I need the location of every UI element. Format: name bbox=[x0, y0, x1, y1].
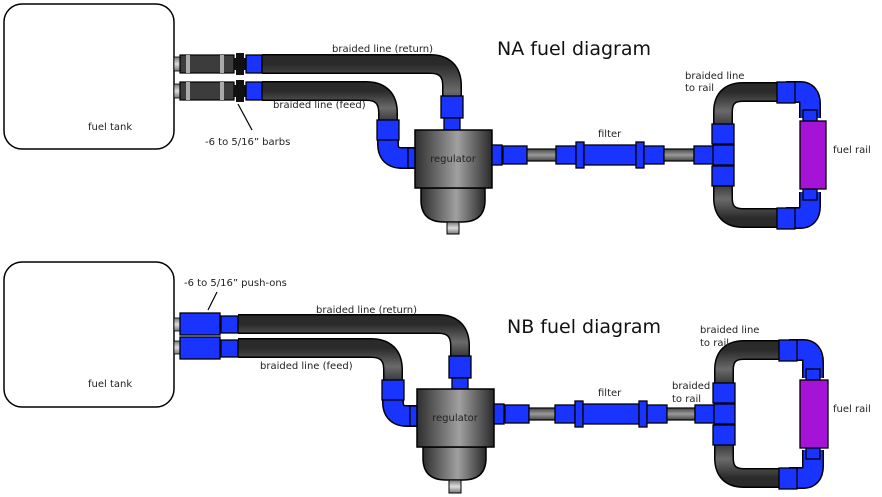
na-fuel-rail bbox=[799, 120, 827, 190]
nb-line-to-rail-label-1: braided line bbox=[700, 325, 759, 336]
na-fuel-tank bbox=[3, 3, 175, 150]
na-barb-adapter-feed bbox=[173, 80, 263, 102]
na-line-to-rail-label-1: braided line bbox=[685, 71, 744, 82]
nb-return-line-label: braided line (return) bbox=[316, 305, 417, 316]
nb-line-filter-to-tee bbox=[666, 407, 696, 421]
nb-line-reg-to-filter bbox=[528, 407, 558, 421]
na-line-filter-to-tee bbox=[663, 148, 695, 162]
nb-fuel-diagram: fuel tank -6 to 5/16” push-ons braided l… bbox=[3, 261, 871, 494]
nb-tee-fitting bbox=[713, 403, 736, 425]
na-line-reg-to-filter bbox=[526, 148, 558, 162]
na-fuel-rail-label: fuel rail bbox=[833, 145, 871, 156]
na-filter bbox=[575, 141, 645, 169]
nb-push-on-adapter-return bbox=[173, 312, 239, 336]
na-tee-fitting bbox=[712, 144, 735, 166]
nb-fuel-tank-label: fuel tank bbox=[88, 379, 132, 390]
na-barb-adapter-return bbox=[173, 53, 263, 75]
nb-return-fitting bbox=[448, 355, 472, 379]
na-return-fitting bbox=[440, 95, 464, 119]
nb-fuel-tank bbox=[3, 261, 175, 408]
nb-short-line-label-1: braided bbox=[672, 381, 710, 392]
nb-regulator: regulator bbox=[416, 388, 495, 494]
nb-line-to-rail-label-2: to rail bbox=[700, 338, 729, 349]
na-return-line-label: braided line (return) bbox=[332, 44, 433, 55]
na-fuel-diagram: fuel tank -6 to 5/16” barbs braided bbox=[3, 3, 871, 235]
nb-filter bbox=[574, 400, 648, 428]
na-adapter-label: -6 to 5/16” barbs bbox=[205, 137, 290, 148]
na-filter-label: filter bbox=[598, 129, 622, 140]
na-adapter-pointer bbox=[237, 103, 253, 131]
na-regulator-label: regulator bbox=[430, 154, 477, 165]
nb-adapter-pointer bbox=[207, 291, 218, 311]
nb-diagram-title: NB fuel diagram bbox=[507, 316, 661, 338]
na-diagram-title: NA fuel diagram bbox=[497, 38, 651, 60]
na-fuel-tank-label: fuel tank bbox=[88, 122, 132, 133]
na-line-to-rail-label-2: to rail bbox=[685, 83, 714, 94]
nb-filter-label: filter bbox=[598, 388, 622, 399]
nb-feed-line-label: braided line (feed) bbox=[260, 361, 353, 372]
nb-short-line-label-2: to rail bbox=[672, 394, 701, 405]
nb-regulator-label: regulator bbox=[432, 413, 479, 424]
nb-fuel-rail bbox=[799, 379, 829, 449]
nb-fuel-rail-label: fuel rail bbox=[833, 404, 871, 415]
na-feed-line-label: braided line (feed) bbox=[273, 100, 366, 111]
nb-adapter-label: -6 to 5/16” push-ons bbox=[184, 278, 287, 289]
nb-push-on-adapter-feed bbox=[173, 336, 239, 360]
na-regulator: regulator bbox=[414, 129, 493, 235]
